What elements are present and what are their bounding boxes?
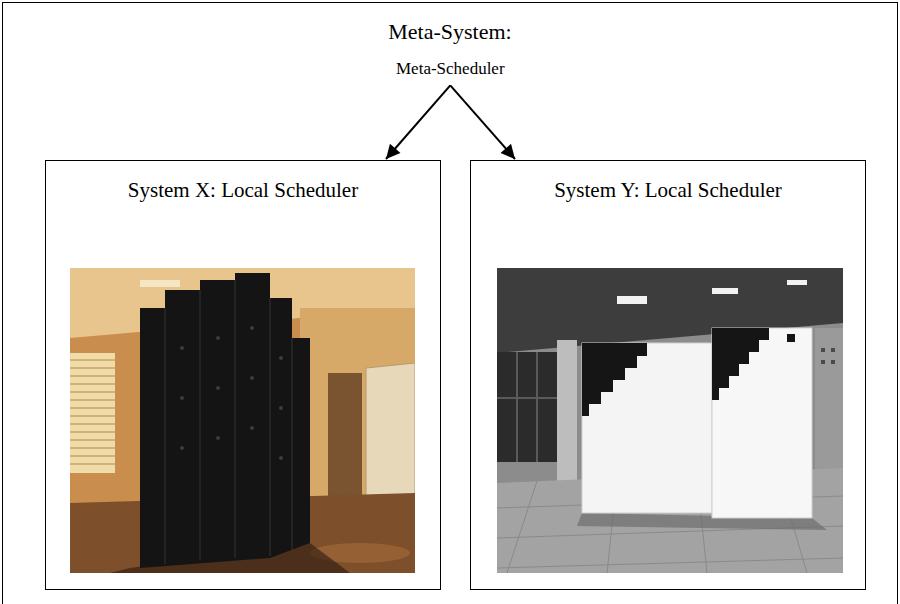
computer-photo [497, 268, 843, 573]
system-label: System X: Local Scheduler [46, 178, 440, 203]
scheduler-label: Meta-Scheduler [392, 57, 509, 79]
arrow-connector [386, 85, 450, 159]
arrow-connector [450, 85, 515, 159]
system-label: System Y: Local Scheduler [471, 178, 865, 203]
system-box: System X: Local Scheduler [45, 160, 441, 590]
computer-photo [70, 268, 415, 573]
system-title: Meta-System: [3, 19, 897, 45]
scheduler-label: Meta-Scheduler [396, 59, 505, 79]
system-box: System Y: Local Scheduler [470, 160, 866, 590]
